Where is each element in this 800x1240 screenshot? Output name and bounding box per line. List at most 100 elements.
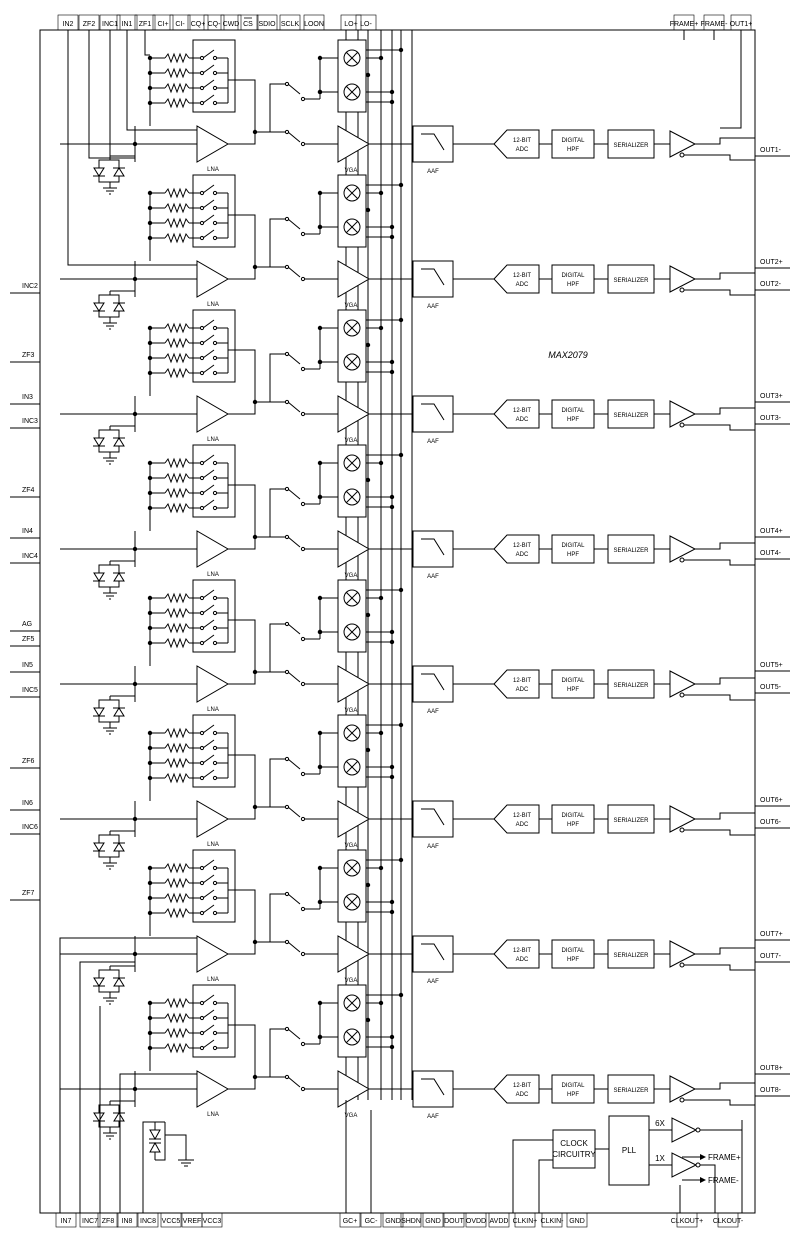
input-network-2 <box>60 238 197 330</box>
right-pin-11: OUT7+ <box>760 931 783 938</box>
feedback-resistor-bank-1 <box>147 39 256 132</box>
left-pin-11: ZF6 <box>22 758 35 765</box>
vga-label-1: VGA <box>345 168 358 174</box>
hpf-label-b-4: HPF <box>567 552 579 558</box>
right-pin-0: OUT1- <box>760 147 782 154</box>
lna-5: LNA <box>196 665 265 713</box>
bottom-pin-3: IN8 <box>122 1218 133 1225</box>
mult-6x-label: 6X <box>655 1119 665 1128</box>
serializer-label-6: SERIALIZER <box>613 818 649 824</box>
vga-label-2: VGA <box>345 303 358 309</box>
input-network-1 <box>60 103 197 195</box>
frame-plus-label: FRAME+ <box>708 1153 741 1162</box>
left-pin-0: INC2 <box>22 283 38 290</box>
top-pin-5: CI+ <box>157 21 168 28</box>
aaf-label-8: AAF <box>427 1114 439 1120</box>
output-driver-1 <box>669 130 755 161</box>
serializer-5: SERIALIZER <box>607 669 670 699</box>
feedback-resistor-bank-3 <box>147 309 256 402</box>
vga-label-5: VGA <box>345 708 358 714</box>
serializer-4: SERIALIZER <box>607 534 670 564</box>
top-pin-11: SDIO <box>258 21 276 28</box>
aaf-1: AAF <box>412 125 494 175</box>
frame-minus-label: FRAME- <box>708 1176 739 1185</box>
left-pin-2: IN3 <box>22 394 33 401</box>
left-pin-14: ZF7 <box>22 890 35 897</box>
feedback-resistor-bank-8 <box>147 984 256 1077</box>
pll-block <box>608 1115 650 1186</box>
output-driver-3 <box>669 400 755 431</box>
adc-label-b-7: ADC <box>516 957 529 963</box>
iq-mixer-block-7 <box>317 849 404 923</box>
left-pin-8: ZF5 <box>22 636 35 643</box>
bottom-pin-18: GND <box>569 1218 585 1225</box>
right-pin-12: OUT7- <box>760 953 782 960</box>
bottom-pin-9: GC- <box>365 1218 379 1225</box>
vga-2: VGA <box>337 260 413 309</box>
lna-label-8: LNA <box>207 1112 219 1118</box>
bottom-pin-1: INC7 <box>82 1218 98 1225</box>
feedback-resistor-bank-5 <box>147 579 256 672</box>
lna-1: LNA <box>196 125 265 173</box>
top-pin-1: ZF2 <box>83 21 96 28</box>
aaf-label-4: AAF <box>427 574 439 580</box>
top-pin-4: ZF1 <box>139 21 152 28</box>
mode-switch-7 <box>265 891 338 957</box>
lna-4: LNA <box>196 530 265 578</box>
top-pin-8: CQ- <box>208 21 222 28</box>
lna-label-4: LNA <box>207 572 219 578</box>
adc-label-b-1: ADC <box>516 147 529 153</box>
digital-hpf-8: DIGITAL HPF <box>551 1074 608 1104</box>
serializer-label-4: SERIALIZER <box>613 548 649 554</box>
hpf-label-a-8: DIGITAL <box>562 1083 586 1089</box>
bottom-pin-20: CLKOUT- <box>713 1218 744 1225</box>
lna-7: LNA <box>196 935 265 983</box>
lna-2: LNA <box>196 260 265 308</box>
aaf-6: AAF <box>412 800 494 850</box>
vga-1: VGA <box>337 125 413 174</box>
aaf-2: AAF <box>412 260 494 310</box>
serializer-label-1: SERIALIZER <box>613 143 649 149</box>
feedback-resistor-bank-7 <box>147 849 256 942</box>
clock-section: CLOCK CIRCUITRY PLL 6X 1X FRAME+ FRAME- <box>512 1115 743 1213</box>
aaf-label-7: AAF <box>427 979 439 985</box>
adc-label-b-6: ADC <box>516 822 529 828</box>
lna-label-3: LNA <box>207 437 219 443</box>
right-pin-9: OUT6+ <box>760 797 783 804</box>
hpf-label-b-8: HPF <box>567 1092 579 1098</box>
hpf-label-a-5: DIGITAL <box>562 678 586 684</box>
adc-label-a-5: 12-BIT <box>513 678 531 684</box>
vga-label-6: VGA <box>345 843 358 849</box>
left-pin-9: IN5 <box>22 662 33 669</box>
top-pin-13: LOON <box>304 21 324 28</box>
adc-label-b-8: ADC <box>516 1092 529 1098</box>
right-pin-6: OUT4- <box>760 550 782 557</box>
feedback-resistor-bank-4 <box>147 444 256 537</box>
output-driver-6 <box>669 805 755 836</box>
bottom-pin-14: OVDD <box>466 1218 486 1225</box>
top-pin-18: OUT1+ <box>730 21 753 28</box>
vga-label-8: VGA <box>345 1113 358 1119</box>
serializer-1: SERIALIZER <box>607 129 670 159</box>
adc-label-a-3: 12-BIT <box>513 408 531 414</box>
mode-switch-3 <box>265 351 338 417</box>
top-pin-10: CS <box>243 21 253 28</box>
input-network-4 <box>60 508 197 600</box>
top-pin-12: SCLK <box>281 21 300 28</box>
hpf-label-a-3: DIGITAL <box>562 408 586 414</box>
input-network-5 <box>60 643 197 735</box>
clock-buffer-6x <box>671 1117 698 1143</box>
